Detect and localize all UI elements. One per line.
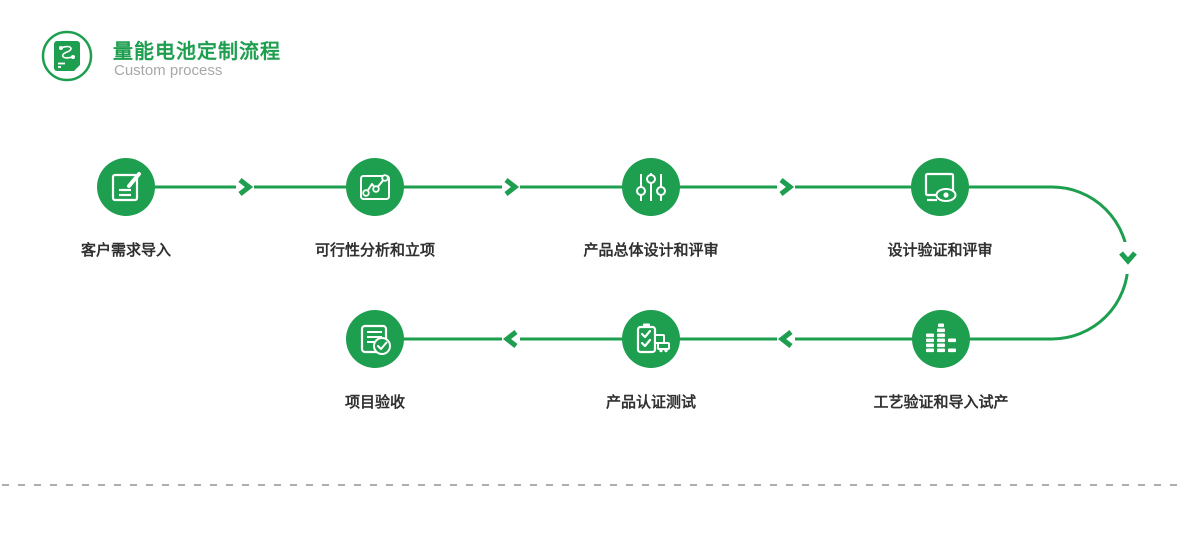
trend-chart-icon xyxy=(360,174,390,200)
flow-connector xyxy=(126,178,1140,348)
arrow-left-icon xyxy=(777,330,793,348)
arrow-right-icon xyxy=(779,178,795,196)
flow-node-step-4 xyxy=(911,158,969,216)
flow-node-step-2 xyxy=(346,158,404,216)
node-label-step-1: 客户需求导入 xyxy=(80,242,171,259)
flow-node-step-1 xyxy=(97,158,155,216)
equalizer-icon xyxy=(926,323,956,353)
node-label-step-6: 产品认证测试 xyxy=(605,394,696,411)
monitor-review-icon xyxy=(924,172,957,202)
flow-node-step-6 xyxy=(622,310,680,368)
node-label-step-5: 工艺验证和导入试产 xyxy=(873,394,1009,411)
flow-node-step-3 xyxy=(622,158,680,216)
process-document-icon xyxy=(54,41,80,71)
edit-document-icon xyxy=(111,172,141,202)
node-label-step-4: 设计验证和评审 xyxy=(887,242,993,259)
header-badge xyxy=(41,30,93,82)
node-label-step-2: 可行性分析和立项 xyxy=(314,242,435,259)
node-label-step-3: 产品总体设计和评审 xyxy=(583,242,719,259)
arrow-right-icon xyxy=(238,178,254,196)
page-title: 量能电池定制流程 xyxy=(113,41,281,63)
node-label-step-7: 项目验收 xyxy=(344,394,405,411)
document-check-icon xyxy=(360,324,391,355)
sliders-icon xyxy=(636,173,666,201)
flow-node-step-7 xyxy=(346,310,404,368)
flow-node-step-5 xyxy=(912,310,970,368)
certification-test-icon xyxy=(636,323,670,354)
page-subtitle: Custom process xyxy=(114,62,223,79)
arrow-right-icon xyxy=(504,178,520,196)
arrow-down-icon xyxy=(1119,251,1137,265)
arrow-left-icon xyxy=(502,330,518,348)
